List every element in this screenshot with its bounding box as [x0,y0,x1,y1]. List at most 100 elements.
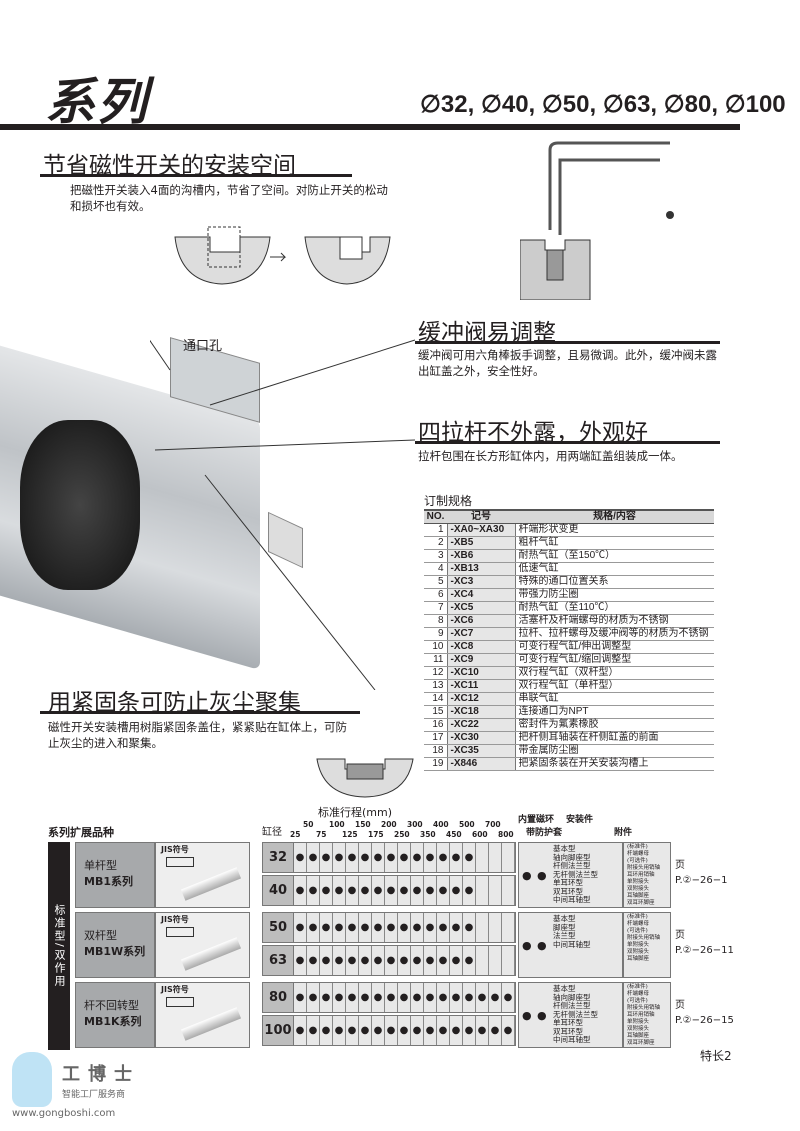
stroke-cell: ● [476,983,489,1012]
stroke-cell: ● [411,946,424,975]
row-no: 8 [424,614,448,628]
accessories-list: (标准件) 杆端螺母 (可选件) 附接头用销轴 耳环用销轴 单附接头 双附接头 … [627,984,661,1046]
available-dot: ● [399,992,409,1003]
bore-row: 40●●●●●●●●●●●●●● [262,875,516,906]
row-code: -XC18 [447,705,516,719]
cylinder-thumbnail [180,937,242,971]
available-dot: ● [360,1025,370,1036]
available-dot: ● [295,885,305,896]
options-box: ● ● 基本型 轴向脚座型 杆侧法兰型 无杆侧法兰型 单耳环型 双耳环型 中间耳… [518,842,623,908]
stroke-cell: ● [450,843,463,872]
stroke-cell: ● [463,876,476,905]
bore-row: 32●●●●●●●●●●●●●● [262,842,516,873]
feature1-text: 把磁性开关装入4面的沟槽内，节省了空间。对防止开关的松动和损坏也有效。 [70,183,388,213]
available-dot: ● [425,922,435,933]
stroke-cell: ● [463,843,476,872]
bore-size: 32 [263,843,294,872]
page-ref-label: 页 [675,860,685,871]
accessories-box: (标准件) 杆端螺母 (可选件) 附接头用销轴 单附接头 双附接头 耳轴脚座 [623,912,671,978]
available-dot: ● [464,1025,474,1036]
stroke-cell: ● [411,983,424,1012]
available-dot: ● [412,992,422,1003]
row-content: 拉杆、拉杆螺母及缓冲阀等的材质为不锈钢 [515,627,714,641]
mounts-list: 基本型 轴向脚座型 杆侧法兰型 无杆侧法兰型 单耳环型 双耳环型 中间耳轴型 [553,984,598,1044]
dust-strip-diagram [316,758,414,798]
stroke-cell: ● [372,946,385,975]
stroke-cell: ● [450,913,463,942]
stroke-cell [489,843,502,872]
row-no: 6 [424,588,448,602]
jis-label: JIS符号 [161,915,189,924]
title-rule [0,124,740,130]
stroke-cell [502,843,515,872]
page-ref[interactable]: P.②−26−11 [675,945,734,956]
stroke-cell: ● [489,983,502,1012]
series-type: 杆不回转型 [84,999,139,1012]
row-no: 13 [424,679,448,693]
available-dot: ● [425,852,435,863]
row-code: -XC11 [447,679,516,693]
series-image-box: JIS符号 [155,912,250,978]
stroke-cell: ● [398,876,411,905]
stroke-cell: ● [346,1016,359,1045]
stroke-cell: ● [385,876,398,905]
available-dot: ● [360,922,370,933]
stroke-cell: ● [463,983,476,1012]
stroke-cell: ● [320,946,333,975]
available-dot: ● [477,992,487,1003]
row-code: -X846 [447,757,516,771]
available-dot: ● [308,852,318,863]
row-code: -XC5 [447,601,516,615]
available-dot: ● [295,992,305,1003]
available-dot: ● [373,1025,383,1036]
stroke-label: 500 [459,820,475,829]
page-ref[interactable]: P.②−26−15 [675,1015,734,1026]
available-dot: ● [412,955,422,966]
col-no: NO. [424,509,447,524]
available-dot: ● [308,955,318,966]
row-code: -XB6 [447,549,516,563]
available-dot: ● [334,852,344,863]
series-image-box: JIS符号 [155,982,250,1048]
row-code: -XC7 [447,627,516,641]
stroke-cell: ● [372,983,385,1012]
available-dot: ● [360,955,370,966]
row-content: 活塞杆及杆端螺母的材质为不锈钢 [515,614,714,628]
page-ref[interactable]: P.②−26−1 [675,875,728,886]
available-dot: ● [438,1025,448,1036]
bore-size: 63 [263,946,294,975]
available-dot: ● [464,992,474,1003]
series-title: 系列扩展品种 [48,826,114,839]
available-dot: ● [360,852,370,863]
available-dot: ● [347,885,357,896]
row-code: -XC4 [447,588,516,602]
series-name-box: 单杆型 MB1系列 [75,842,155,908]
stroke-cell: ● [307,913,320,942]
series-type: 单杆型 [84,859,117,872]
stroke-cell: ● [398,946,411,975]
available-dot: ● [399,852,409,863]
stroke-label: 700 [485,820,501,829]
series-code: MB1W系列 [84,945,146,958]
stroke-cell: ● [476,1016,489,1045]
mounts-list: 基本型 脚座型 法兰型 中间耳轴型 [553,914,591,949]
stroke-label: 25 [290,830,301,839]
col-code: 记号 [447,509,515,524]
row-code: -XB13 [447,562,516,576]
available-dot: ● [438,922,448,933]
stroke-cell: ● [450,983,463,1012]
stroke-cell: ● [463,913,476,942]
available-dot: ● [295,955,305,966]
stroke-cell: ● [333,913,346,942]
row-content: 杆端形状变更 [515,523,714,537]
row-content: 可变行程气缸/缩回调整型 [515,653,714,667]
stroke-cell [489,946,502,975]
available-dot: ● [438,852,448,863]
mounts-list: 基本型 轴向脚座型 杆侧法兰型 无杆侧法兰型 单耳环型 双耳环型 中间耳轴型 [553,844,598,904]
